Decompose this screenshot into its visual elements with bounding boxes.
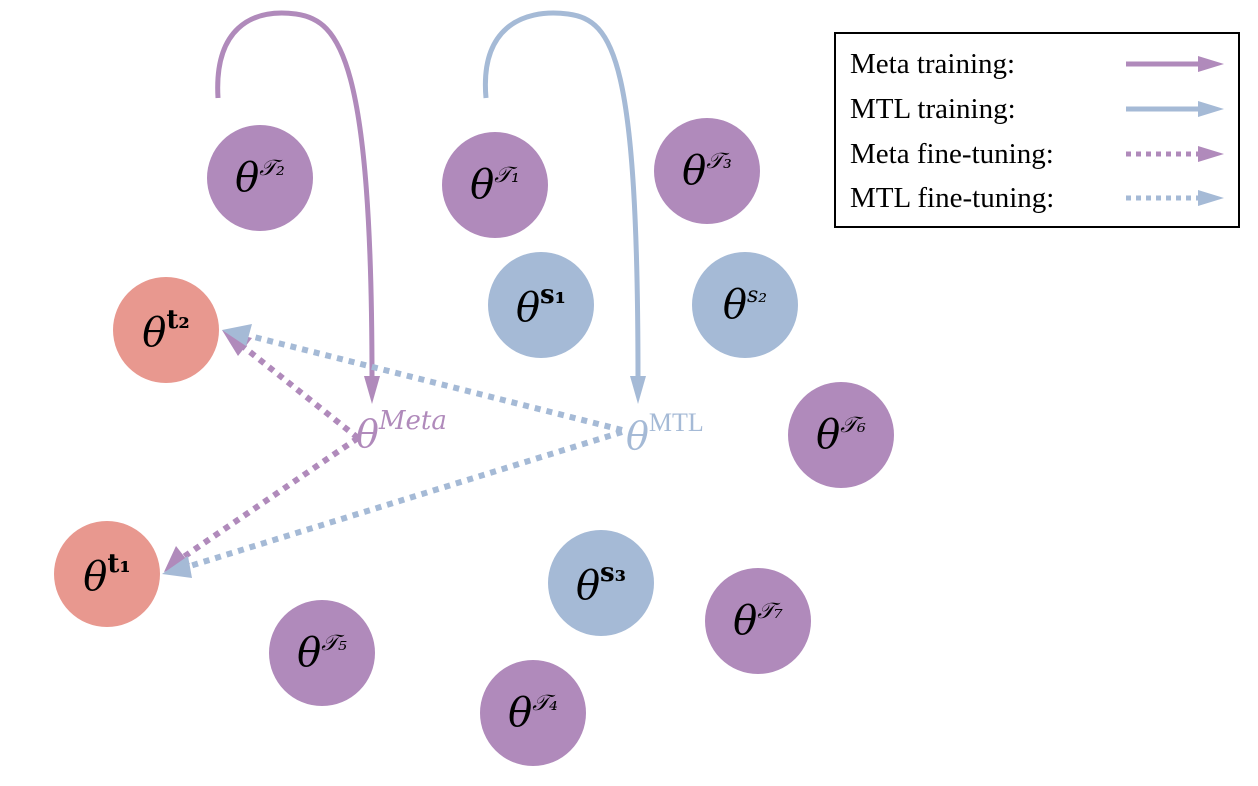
- node-theta-tau3: θ𝒯₃: [654, 118, 760, 224]
- node-label: θs₂: [722, 282, 768, 328]
- node-theta-t1-target: θt₁: [54, 521, 160, 627]
- legend-item-mtl-training: MTL training:: [850, 92, 1016, 125]
- node-label: θ𝒯₂: [235, 155, 285, 201]
- node-theta-s2: θs₂: [692, 252, 798, 358]
- node-label: θs₁: [515, 280, 567, 331]
- node-theta-t2-target: θt₂: [113, 277, 219, 383]
- theta-mtl-label: θMTL: [626, 408, 704, 458]
- theta-meta-label: θMeta: [356, 406, 447, 456]
- node-label: θs₃: [575, 558, 627, 609]
- node-theta-tau6: θ𝒯₆: [788, 382, 894, 488]
- mtl-training-arrowhead: [630, 376, 646, 404]
- legend: Meta training: MTL training: Meta fine-t…: [834, 32, 1240, 228]
- node-label: θt₂: [142, 305, 190, 356]
- node-label: θ𝒯₁: [470, 162, 520, 208]
- legend-item-meta-training: Meta training:: [850, 47, 1016, 80]
- node-label: θ𝒯₆: [816, 412, 866, 458]
- mtl-finetune-to-t2: [249, 333, 623, 433]
- node-theta-tau4: θ𝒯₄: [480, 660, 586, 766]
- meta-finetune-to-t2: [238, 341, 360, 441]
- node-theta-tau5: θ𝒯₅: [269, 600, 375, 706]
- node-theta-tau1: θ𝒯₁: [442, 132, 548, 238]
- legend-swatch-meta-training: [1126, 56, 1224, 72]
- meta-finetune-to-t1: [180, 435, 360, 561]
- meta-training-arrow: [215, 10, 375, 381]
- node-label: θ𝒯₄: [508, 690, 558, 736]
- mtl-finetune-to-t1-head: [162, 556, 192, 578]
- legend-swatch-mtl-finetuning: [1126, 190, 1224, 206]
- node-theta-tau2: θ𝒯₂: [207, 125, 313, 231]
- node-label: θ𝒯₃: [682, 148, 732, 194]
- legend-item-meta-finetuning: Meta fine-tuning:: [850, 137, 1054, 170]
- node-theta-s3: θs₃: [548, 530, 654, 636]
- node-theta-tau7: θ𝒯₇: [705, 568, 811, 674]
- legend-swatch-meta-finetuning: [1126, 146, 1224, 162]
- node-theta-s1: θs₁: [488, 252, 594, 358]
- node-label: θ𝒯₅: [297, 630, 347, 676]
- meta-training-arrowhead: [364, 376, 380, 404]
- legend-swatch-mtl-training: [1126, 101, 1224, 117]
- node-label: θ𝒯₇: [733, 598, 783, 644]
- mtl-finetune-to-t1: [189, 429, 623, 569]
- mtl-finetune-to-t2-head: [222, 324, 252, 346]
- node-label: θt₁: [83, 549, 131, 600]
- mtl-training-arrow: [482, 10, 641, 381]
- legend-item-mtl-finetuning: MTL fine-tuning:: [850, 181, 1055, 214]
